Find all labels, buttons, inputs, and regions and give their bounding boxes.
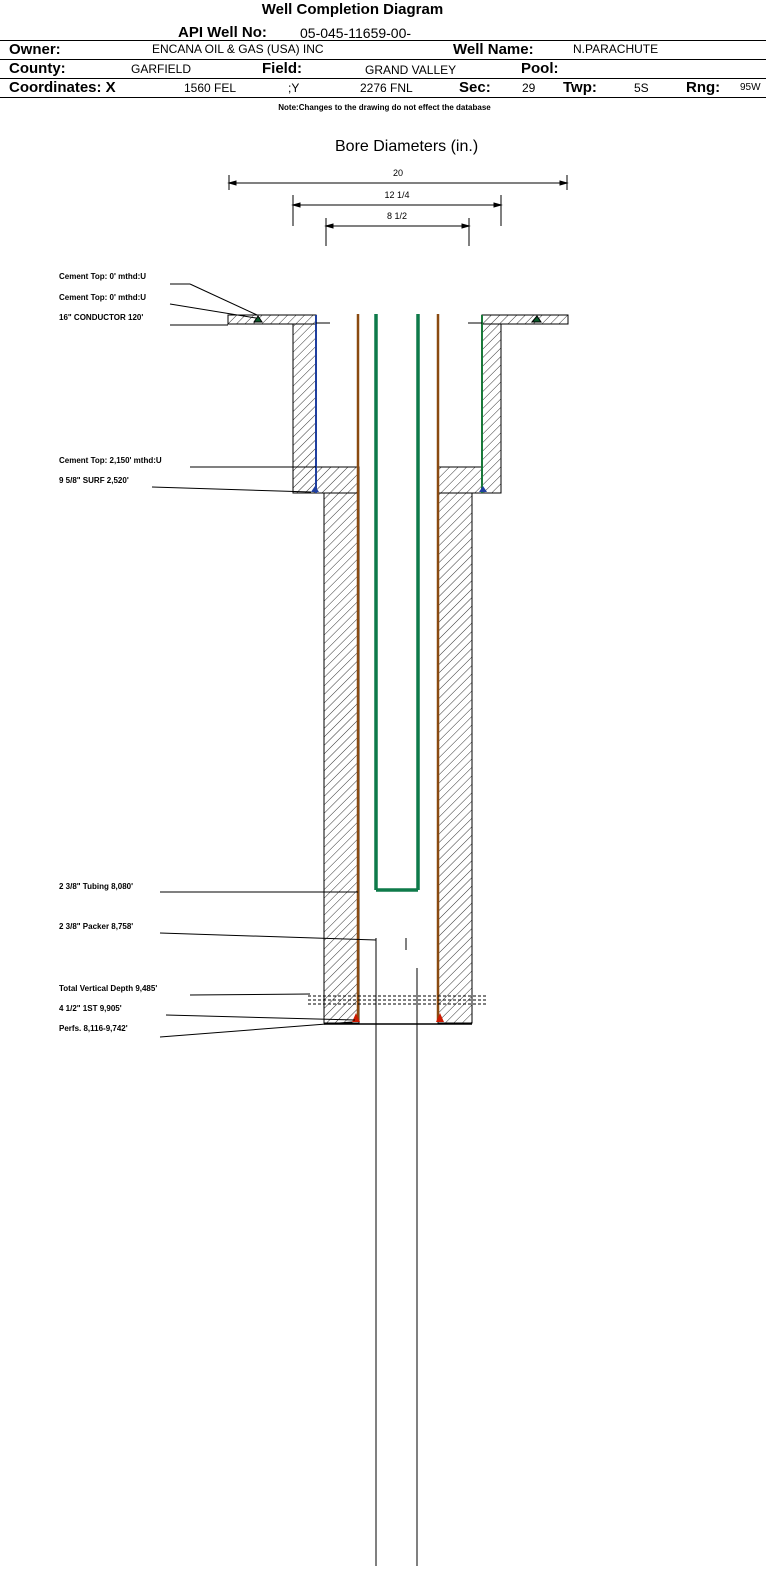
sec-value: 29	[522, 81, 536, 95]
owner-value: ENCANA OIL & GAS (USA) INC	[152, 42, 324, 56]
coordinates-separator: ;Y	[288, 81, 300, 95]
conductor-cement	[292, 323, 502, 494]
field-value: GRAND VALLEY	[365, 63, 457, 77]
perf-right	[436, 1013, 444, 1022]
bore-diameters-title: Bore Diameters (in.)	[335, 138, 479, 155]
rng-label: Rng:	[686, 79, 721, 96]
county-label: County:	[9, 60, 66, 77]
rng-value: 95W	[740, 82, 761, 93]
bore-dim-label-12-1-4: 12 1/4	[384, 190, 410, 200]
pool-label: Pool:	[521, 60, 559, 77]
county-value: GARFIELD	[131, 62, 192, 76]
surface-shoe-left	[311, 486, 319, 492]
api-label: API Well No:	[178, 24, 267, 41]
callout-cement-top-conductor-1: Cement Top: 0' mthd:U	[59, 272, 147, 281]
header-rule	[0, 59, 766, 60]
callout-conductor-casing: 16" CONDUCTOR 120'	[59, 313, 144, 322]
header-rule	[0, 97, 766, 98]
api-value: 05-045-11659-00-	[300, 25, 412, 41]
coordinates-label: Coordinates: X	[9, 79, 116, 96]
header-rule	[0, 40, 766, 41]
database-note: Note:Changes to the drawing do not effec…	[278, 103, 491, 112]
field-label: Field:	[262, 60, 302, 77]
production-cement	[293, 492, 501, 1025]
callout-leaders	[151, 283, 377, 1038]
twp-label: Twp:	[563, 79, 597, 96]
callout-perfs: Perfs. 8,116-9,742'	[59, 1024, 128, 1033]
well-name-label: Well Name:	[453, 41, 534, 58]
coordinates-y-value: 2276 FNL	[360, 81, 413, 95]
page-title: Well Completion Diagram	[261, 1, 444, 18]
coordinates-x-value: 1560 FEL	[184, 81, 237, 95]
callout-total-vertical-depth: Total Vertical Depth 9,485'	[59, 984, 158, 993]
callout-packer: 2 3/8" Packer 8,758'	[59, 922, 134, 931]
surface-cement	[315, 466, 483, 494]
conductor-flange	[227, 314, 569, 325]
callout-tubing: 2 3/8" Tubing 8,080'	[59, 882, 134, 891]
bore-dim-label-20: 20	[392, 168, 403, 178]
tubing-string	[374, 314, 420, 892]
owner-label: Owner:	[9, 41, 61, 58]
packer-and-tail	[375, 938, 418, 1566]
callout-cement-top-surface: Cement Top: 2,150' mthd:U	[59, 456, 162, 465]
twp-value: 5S	[634, 81, 649, 95]
tvd-marker	[308, 995, 488, 1005]
bore-dim-label-8-1-2: 8 1/2	[386, 211, 408, 221]
header-rule	[0, 78, 766, 79]
callout-surface-casing: 9 5/8" SURF 2,520'	[59, 476, 129, 485]
well-name-value: N.PARACHUTE	[573, 42, 659, 56]
sec-label: Sec:	[459, 79, 491, 96]
bore-dimension-lines	[227, 175, 569, 246]
surface-shoe-right	[479, 486, 487, 492]
well-header-table: API Well No: 05-045-11659-00- Owner: ENC…	[0, 24, 766, 98]
callout-cement-top-conductor-2: Cement Top: 0' mthd:U	[59, 293, 147, 302]
callout-production-casing: 4 1/2" 1ST 9,905'	[59, 1004, 122, 1013]
